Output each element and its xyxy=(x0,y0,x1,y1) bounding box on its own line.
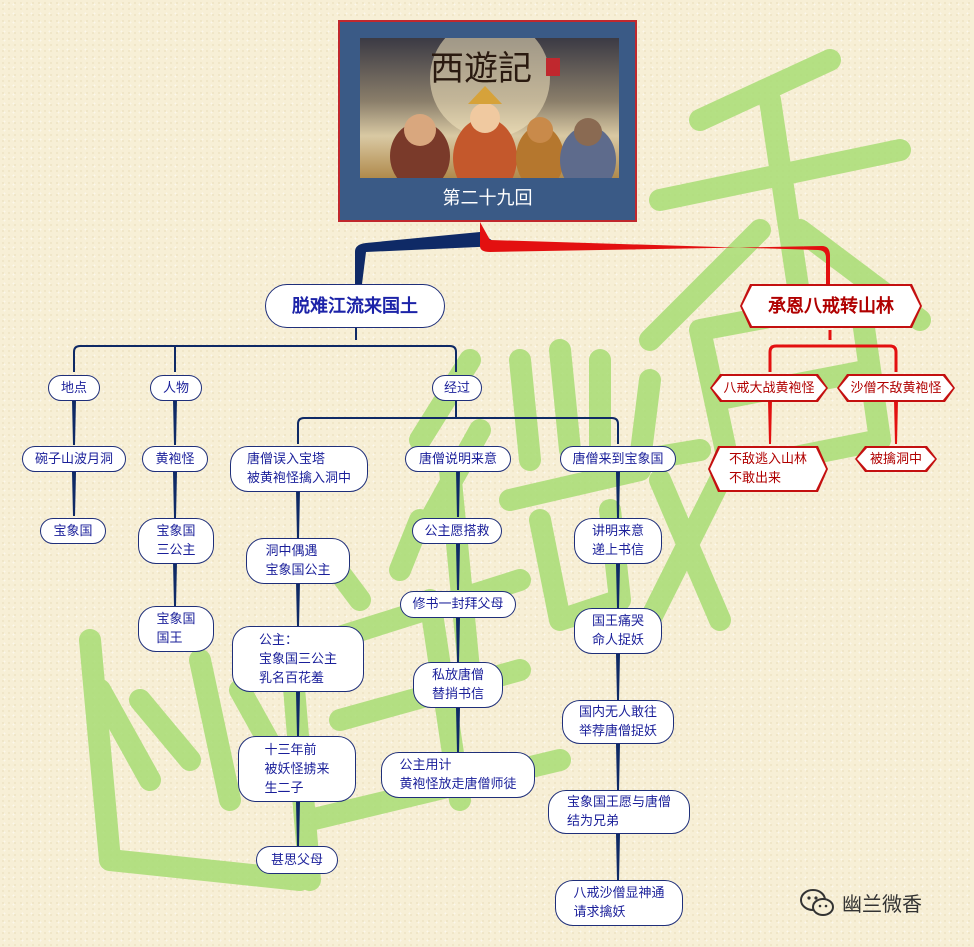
category-place: 地点 xyxy=(48,375,100,401)
event-item: 国王痛哭 命人捉妖 xyxy=(574,608,662,654)
event-item: 私放唐僧 替捎书信 xyxy=(413,662,503,708)
event-item: 甚思父母 xyxy=(256,846,338,874)
brand-name: 幽兰微香 xyxy=(842,892,922,916)
place-item: 碗子山波月洞 xyxy=(22,446,126,472)
person-item: 宝象国 国王 xyxy=(138,606,214,652)
event-item: 公主： 宝象国三公主 乳名百花羞 xyxy=(232,626,364,692)
right-b-child: 被擒洞中 xyxy=(857,448,935,470)
right-a-child: 不敌逃入山林 不敢出来 xyxy=(710,448,826,490)
event-item: 讲明来意 递上书信 xyxy=(574,518,662,564)
event-item: 唐僧说明来意 xyxy=(405,446,511,472)
event-item: 唐僧误入宝塔 被黄袍怪擒入洞中 xyxy=(230,446,368,492)
brand-footer: 幽兰微香 xyxy=(800,888,922,917)
branch-left: 脱难江流来国土 xyxy=(265,284,445,328)
event-item: 十三年前 被妖怪掳来 生二子 xyxy=(238,736,356,802)
wechat-icon xyxy=(800,888,834,916)
event-item: 修书一封拜父母 xyxy=(400,591,516,618)
person-item: 宝象国 三公主 xyxy=(138,518,214,564)
right-a: 八戒大战黄袍怪 xyxy=(712,376,826,400)
event-item: 公主用计 黄袍怪放走唐僧师徒 xyxy=(381,752,535,798)
place-item: 宝象国 xyxy=(40,518,106,544)
person-item: 黄袍怪 xyxy=(142,446,208,472)
event-item: 唐僧来到宝象国 xyxy=(560,446,676,472)
event-item: 公主愿搭救 xyxy=(412,518,502,544)
root-title: 第二十九回 xyxy=(442,188,533,209)
branch-right: 承恩八戒转山林 xyxy=(742,286,920,326)
journey-west-cover-image: 西遊記 xyxy=(360,38,619,178)
event-item: 国内无人敢往 举荐唐僧捉妖 xyxy=(562,700,674,744)
event-item: 洞中偶遇 宝象国公主 xyxy=(246,538,350,584)
event-item: 宝象国王愿与唐僧 结为兄弟 xyxy=(548,790,690,834)
journey-west-logo-text: 西遊記 xyxy=(430,49,532,89)
root-node: 西遊記 第二十九回 xyxy=(338,20,637,222)
event-item: 八戒沙僧显神通 请求擒妖 xyxy=(555,880,683,926)
category-person: 人物 xyxy=(150,375,202,401)
right-b: 沙僧不敌黄袍怪 xyxy=(839,376,953,400)
category-events: 经过 xyxy=(432,375,482,401)
